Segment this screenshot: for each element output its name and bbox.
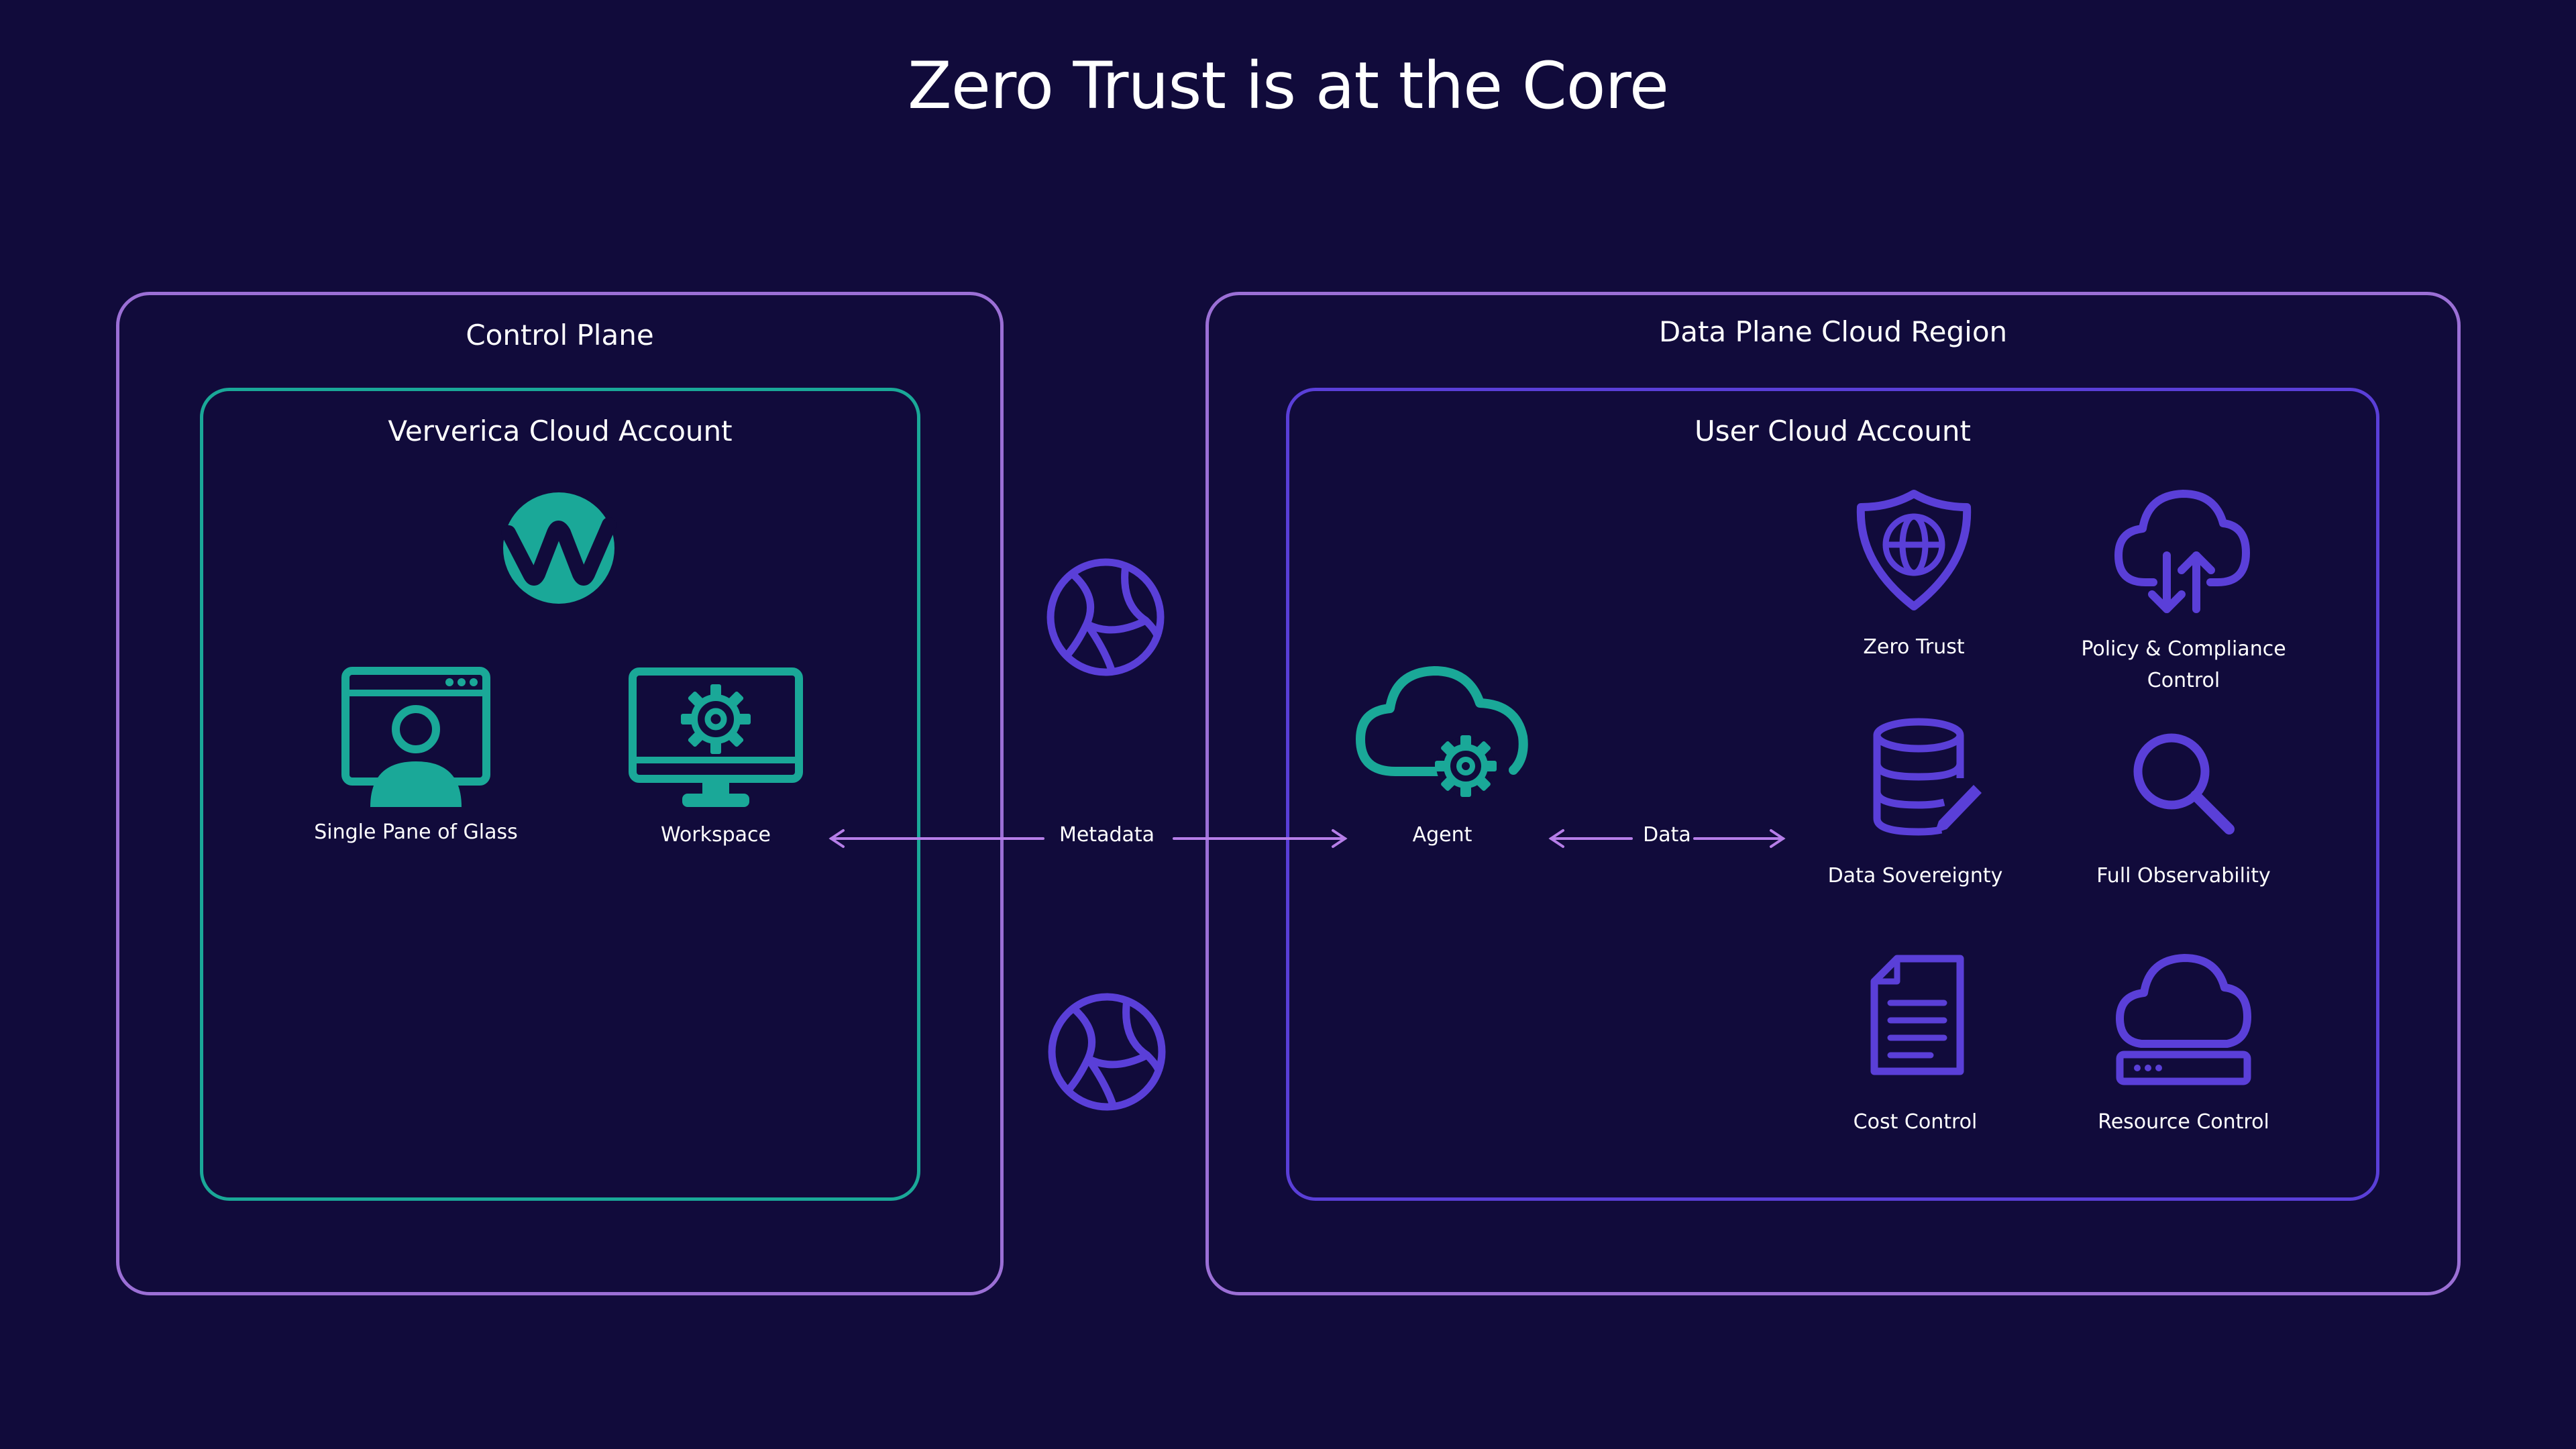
cloud-gear-icon [1356,666,1528,797]
magnifier-icon [2133,733,2235,835]
data-sovereignty-label: Data Sovereignty [1827,864,2003,888]
shield-globe-icon [1856,490,1972,610]
ververica-cloud-account-title: Ververica Cloud Account [388,415,733,447]
cost-control-label: Cost Control [1853,1110,1978,1134]
full-observability-label: Full Observability [2096,864,2271,888]
data-arrow [1548,829,1786,848]
globe-icon [1046,558,1165,676]
data-plane-title: Data Plane Cloud Region [1658,315,2008,348]
user-cloud-account-box [1286,388,2379,1201]
database-pen-icon [1873,718,1982,836]
document-icon [1870,955,1964,1075]
metadata-label: Metadata [1059,823,1155,847]
user-cloud-account-title: User Cloud Account [1695,415,1971,447]
monitor-gear-icon [629,667,803,807]
zero-trust-label: Zero Trust [1863,635,1965,659]
data-plane-box [1205,292,2461,1295]
user-window-icon [341,667,490,807]
control-plane-title: Control Plane [466,319,654,352]
workspace-label: Workspace [661,823,771,847]
control-plane-box [116,292,1004,1295]
resource-control-label: Resource Control [2098,1110,2269,1134]
cloud-arrows-icon [2114,490,2250,613]
single-pane-of-glass-label: Single Pane of Glass [314,820,518,844]
cloud-server-icon [2116,954,2251,1085]
data-label: Data [1643,823,1691,847]
ververica-cloud-account-box [200,388,920,1201]
agent-label: Agent [1412,823,1472,847]
page-title: Zero Trust is at the Core [908,48,1669,123]
policy-compliance-label: Policy & Compliance Control [2081,637,2286,692]
ververica-logo-icon [501,492,616,604]
globe-icon-2 [1048,993,1166,1111]
metadata-arrow [828,829,1348,848]
